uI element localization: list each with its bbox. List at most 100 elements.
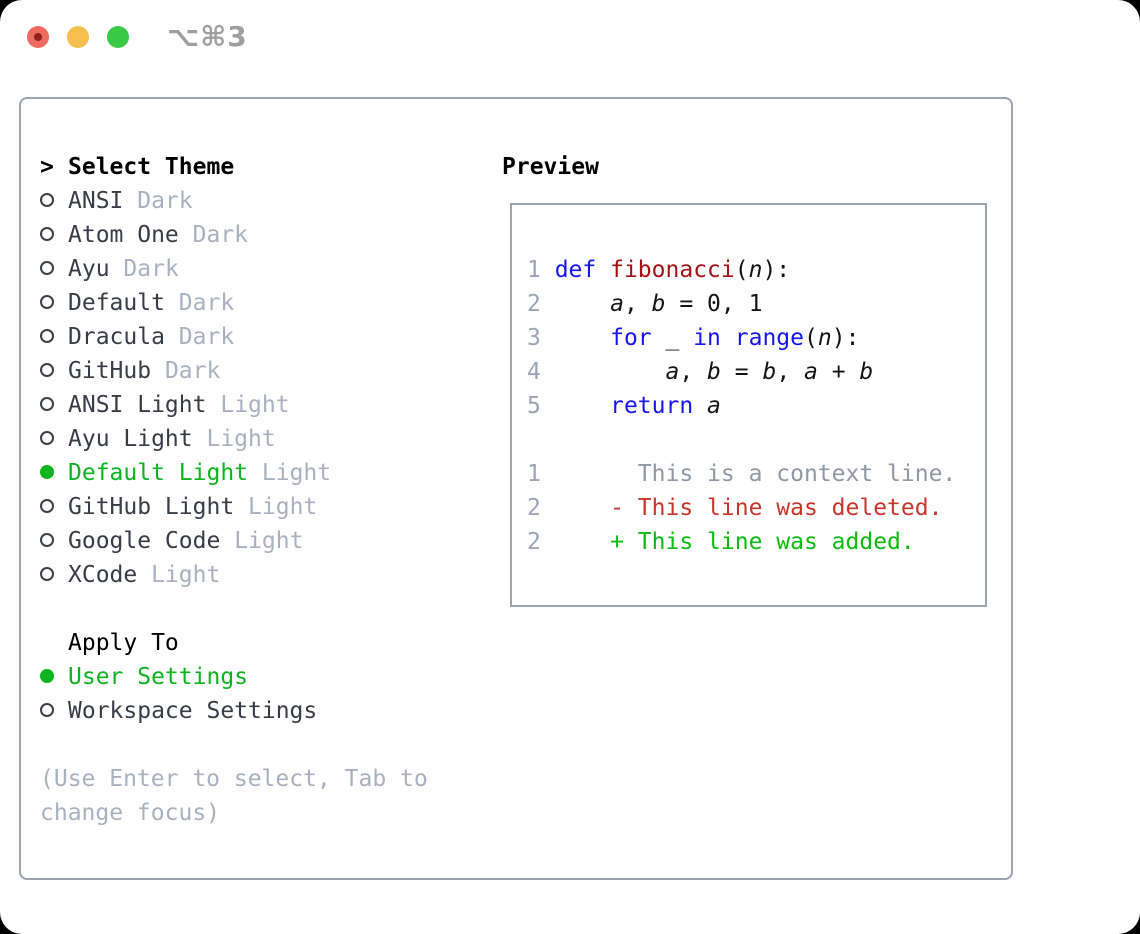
- theme-item-ansi-light[interactable]: ANSI Light Light: [40, 388, 470, 422]
- code-line: 5 return a: [527, 389, 977, 423]
- theme-item-tag: Light: [234, 528, 304, 554]
- apply-option-name: User Settings: [68, 664, 249, 690]
- zoom-button[interactable]: [107, 26, 129, 48]
- code-token-kw: return: [610, 393, 694, 419]
- diff-preview: 1 This is a context line.2 - This line w…: [527, 457, 977, 559]
- radio-icon: [40, 193, 54, 207]
- radio-icon: [40, 499, 54, 513]
- theme-item-dracula[interactable]: Dracula Dark: [40, 320, 470, 354]
- theme-item-tag: Light: [248, 494, 318, 520]
- code-token-pl: _: [651, 325, 694, 351]
- theme-item-name: Atom One: [68, 222, 179, 248]
- select-theme-title: Select Theme: [68, 154, 235, 180]
- code-token-pl: ):: [831, 325, 860, 351]
- spacer: [40, 592, 470, 626]
- theme-item-tag: Dark: [137, 188, 193, 214]
- radio-icon: [40, 295, 54, 309]
- theme-item-github[interactable]: GitHub Dark: [40, 354, 470, 388]
- code-token-var: b: [762, 359, 777, 385]
- theme-item-name: ANSI Light: [68, 392, 207, 418]
- code-line: 4 a, b = b, a + b: [527, 355, 977, 389]
- line-number: 2: [527, 291, 555, 317]
- theme-item-github-light[interactable]: GitHub Light Light: [40, 490, 470, 524]
- code-token-kw: for: [610, 325, 652, 351]
- theme-item-tag: Light: [220, 392, 290, 418]
- code-token-pl: ,: [776, 359, 805, 385]
- theme-item-tag: Dark: [164, 358, 221, 384]
- code-token-var: a: [707, 393, 721, 419]
- code-token-pl: [555, 291, 610, 317]
- line-number: 5: [527, 393, 555, 419]
- code-line: 3 for _ in range(n):: [527, 321, 977, 355]
- code-token-var: b: [651, 291, 666, 317]
- minimize-button[interactable]: [67, 26, 89, 48]
- theme-item-ansi[interactable]: ANSI Dark: [40, 184, 470, 218]
- radio-selected-icon: [40, 465, 54, 479]
- spacer: [40, 728, 470, 762]
- theme-item-google-code[interactable]: Google Code Light: [40, 524, 470, 558]
- line-number: 3: [527, 325, 555, 351]
- line-number: 4: [527, 359, 555, 385]
- radio-icon: [40, 227, 54, 241]
- code-line: 1 def fibonacci(n):: [527, 253, 977, 287]
- theme-item-name: GitHub: [68, 358, 152, 384]
- code-token-var: b: [859, 359, 874, 385]
- preview-title: Preview: [502, 154, 599, 180]
- code-token-kw: range: [734, 325, 804, 351]
- theme-item-tag: Light: [206, 426, 276, 452]
- theme-item-name: XCode: [68, 562, 138, 588]
- theme-item-name: Ayu: [68, 256, 110, 282]
- close-button[interactable]: [27, 26, 49, 48]
- code-token-pl: ):: [762, 257, 791, 283]
- theme-item-name: Ayu Light: [68, 426, 193, 452]
- line-number: 2: [527, 529, 555, 555]
- theme-item-name: ANSI: [68, 188, 124, 214]
- theme-item-name: GitHub Light: [68, 494, 235, 520]
- code-token-var: n: [817, 325, 832, 351]
- theme-item-ayu[interactable]: Ayu Dark: [40, 252, 470, 286]
- theme-item-atom-one[interactable]: Atom One Dark: [40, 218, 470, 252]
- line-number: 2: [527, 495, 555, 521]
- theme-item-name: Default: [68, 290, 165, 316]
- code-token-kw: def: [554, 257, 597, 283]
- theme-item-ayu-light[interactable]: Ayu Light Light: [40, 422, 470, 456]
- theme-item-xcode[interactable]: XCode Light: [40, 558, 470, 592]
- diff-line-added: 2 + This line was added.: [527, 525, 977, 559]
- apply-to-header: Apply To: [40, 626, 470, 660]
- radio-selected-icon: [40, 669, 54, 683]
- apply-option-user-settings[interactable]: User Settings: [40, 660, 470, 694]
- theme-item-tag: Dark: [123, 256, 179, 282]
- code-token-var: a: [804, 359, 818, 385]
- code-token-pl: ,: [623, 291, 652, 317]
- theme-item-tag: Dark: [178, 290, 235, 316]
- select-theme-header: > Select Theme: [40, 150, 470, 184]
- code-token-pl: [721, 325, 735, 351]
- help-text: (Use Enter to select, Tab to change focu…: [40, 766, 428, 826]
- theme-item-name: Dracula: [68, 324, 165, 350]
- theme-item-name: Google Code: [68, 528, 221, 554]
- theme-item-default[interactable]: Default Dark: [40, 286, 470, 320]
- theme-item-default-light[interactable]: Default Light Light: [40, 456, 470, 490]
- code-token-pl: [596, 257, 610, 283]
- cursor-indicator: >: [40, 154, 54, 180]
- code-token-pl: [555, 325, 610, 351]
- radio-icon: [40, 567, 54, 581]
- code-token-var: a: [610, 291, 624, 317]
- code-token-var: a: [665, 359, 680, 385]
- apply-option-name: Workspace Settings: [68, 698, 318, 724]
- apply-option-workspace-settings[interactable]: Workspace Settings: [40, 694, 470, 728]
- code-token-kw: in: [693, 325, 721, 351]
- code-token-pl: ,: [679, 359, 708, 385]
- diff-line-context: 1 This is a context line.: [527, 457, 977, 491]
- theme-item-name: Default Light: [68, 460, 249, 486]
- code-token-var: n: [748, 257, 763, 283]
- code-token-pl: (: [734, 257, 749, 283]
- code-line: 2 a, b = 0, 1: [527, 287, 977, 321]
- code-token-fn: fibonacci: [610, 257, 735, 283]
